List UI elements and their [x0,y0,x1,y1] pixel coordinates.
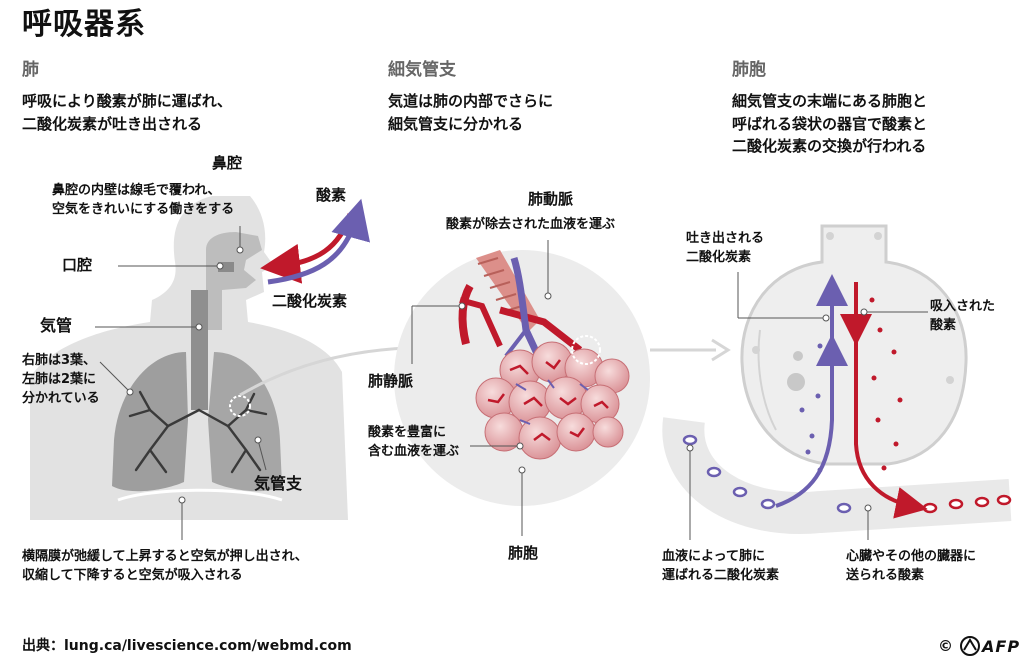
co2-arrow [267,198,371,285]
label-exhaled-co2: 吐き出される 二酸化炭素 [686,230,764,268]
section-desc-alveolus: 細気管支の末端にある肺胞と 呼ばれる袋状の器官で酸素と 二酸化炭素の交換が行われ… [732,90,927,158]
label-carbon-dioxide: 二酸化炭素 [272,292,348,310]
desc-line: 気道は肺の内部でさらに [388,92,554,110]
note-line: 吐き出される [686,231,765,246]
alveoli-cluster [475,335,630,460]
section-desc-lung: 呼吸により酸素が肺に運ばれ、 二酸化炭素が吐き出される [22,90,232,135]
alveolus-leader-dots [686,308,872,512]
co2-dots [799,343,823,473]
note-line: 横隔膜が弛緩して上昇すると空気が押し出され、 [22,549,308,564]
note-line: 空気をきれいにする働きをする [52,201,235,217]
label-pulmonary-artery: 肺動脈 [528,190,574,208]
note-line: 酸素 [930,317,957,333]
zoom-marker [229,395,251,417]
label-inhaled-o2: 吸入された 酸素 [930,298,995,336]
note-line: 送られる酸素 [846,567,925,583]
label-lobes: 右肺は3葉、 左肺は2葉に 分かれている [22,352,100,409]
label-pulmonary-vein: 肺静脈 [368,372,414,390]
note-line: 含む血液を運ぶ [368,443,460,459]
label-nasal-cavity: 鼻腔 [212,154,243,172]
oxygen-arrow [260,213,353,284]
lungs [112,352,282,492]
bronchi-tree [128,390,268,474]
connector-1 [239,346,409,397]
afp-logo-icon [960,636,980,656]
note-line: 分かれている [22,390,100,406]
label-o2-blood: 心臓やその他の臓器に 送られる酸素 [846,548,976,586]
note-line: 鼻腔の内壁は線毛で覆われ、 [52,183,221,198]
page-title: 呼吸器系 [22,7,146,42]
note-line: 心臓やその他の臓器に [846,549,977,564]
brand-name: AFP [982,637,1021,656]
section-heading-alveolus: 肺胞 [732,60,766,80]
diaphragm [117,488,283,502]
copyright-symbol: © [938,637,953,655]
label-oral-cavity: 口腔 [62,256,93,274]
desc-line: 二酸化炭素の交換が行われる [732,137,927,155]
note-line: 運ばれる二酸化炭素 [662,567,780,583]
note-line: 酸素を豊富に [368,425,447,440]
bronchiole-leaders [411,240,549,536]
section-heading-lung: 肺 [22,60,39,80]
trachea-shape [191,290,208,410]
desc-line: 細気管支の末端にある肺胞と [732,92,928,110]
label-trachea: 気管 [40,316,73,335]
desc-line: 呼ばれる袋状の器官で酸素と [732,114,928,133]
label-artery-note: 酸素が除去された血液を運ぶ [446,217,616,232]
co2-exhaled-arrow [775,274,848,508]
alveolus-leaders [689,272,928,540]
bronchiole-vessels [458,250,583,362]
section-heading-bronchiole: 細気管支 [388,60,456,80]
desc-line: 呼吸により酸素が肺に運ばれ、 [22,92,232,110]
note-line: 血液によって肺に [662,549,765,564]
source-credit: 出典：lung.ca/livescience.com/webmd.com [22,638,352,654]
upper-airway [206,232,262,330]
note-line: 吸入された [930,299,996,314]
o2-dots [869,297,903,471]
o2-inhaled-arrow [854,282,928,519]
label-nasal-note: 鼻腔の内壁は線毛で覆われ、 空気をきれいにする働きをする [52,182,234,220]
label-bronchus: 気管支 [254,474,303,493]
label-oxygen: 酸素 [316,186,347,204]
label-alveolus-bottom: 肺胞 [508,544,539,562]
note-line: 二酸化炭素 [686,249,752,265]
desc-line: 細気管支に分かれる [388,114,524,133]
note-line: 左肺は2葉に [22,371,97,387]
desc-line: 二酸化炭素が吐き出される [22,114,203,133]
bronchiole-leader-dots [458,292,552,474]
label-vein-note: 酸素を豊富に 含む血液を運ぶ [368,424,459,462]
label-co2-blood: 血液によって肺に 運ばれる二酸化炭素 [662,548,779,586]
label-diaphragm: 横隔膜が弛緩して上昇すると空気が押し出され、 収縮して下降すると空気が吸入される [22,548,308,586]
note-line: 右肺は3葉、 [22,353,97,368]
note-line: 収縮して下降すると空気が吸入される [22,567,243,583]
lung-leader-dots [126,246,262,504]
blood-cells [682,434,1012,514]
lung-leaders [95,226,267,540]
section-desc-bronchiole: 気道は肺の内部でさらに 細気管支に分かれる [388,90,553,135]
